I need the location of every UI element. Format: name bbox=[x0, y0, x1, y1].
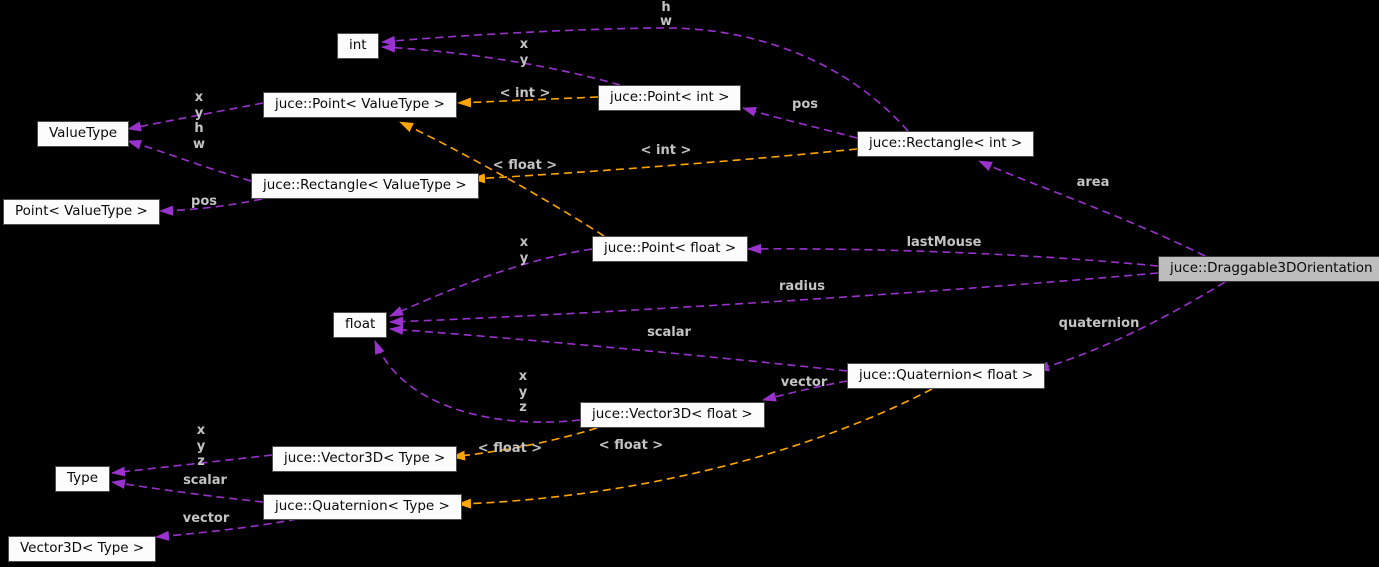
edge-vector-type bbox=[155, 518, 298, 541]
edge-label-tpl-int-rect: < int > bbox=[640, 143, 692, 158]
edge-label-vector-type: vector bbox=[182, 511, 230, 526]
edge-quaternion bbox=[1035, 281, 1226, 372]
node-juce-quaternion-type[interactable]: juce::Quaternion< Type > bbox=[263, 494, 462, 520]
node-juce-rectangle-int[interactable]: juce::Rectangle< int > bbox=[857, 131, 1035, 157]
edge-label-pos-left: pos bbox=[191, 194, 217, 209]
edge-scalar-float bbox=[389, 324, 848, 372]
edge-label-scalar-float: scalar bbox=[647, 325, 691, 340]
edge-vector-float bbox=[762, 380, 848, 402]
node-float: float bbox=[333, 312, 388, 338]
edge-label-lastmouse: lastMouse bbox=[906, 235, 982, 250]
edge-xy-valuetype bbox=[127, 102, 264, 132]
edge-label-tpl-float-vec: < float > bbox=[477, 441, 543, 456]
edge-scalar-type bbox=[111, 479, 264, 503]
node-juce-vector3d-type[interactable]: juce::Vector3D< Type > bbox=[272, 446, 458, 472]
edge-label-xy-int: x y bbox=[519, 37, 529, 68]
edge-xyz-float bbox=[374, 340, 581, 423]
edge-tpl-float-point bbox=[399, 121, 605, 237]
node-point-valuetype: Point< ValueType > bbox=[3, 199, 160, 225]
node-juce-rectangle-valuetype[interactable]: juce::Rectangle< ValueType > bbox=[251, 173, 479, 199]
node-juce-quaternion-float[interactable]: juce::Quaternion< float > bbox=[847, 363, 1046, 389]
node-juce-point-int[interactable]: juce::Point< int > bbox=[598, 85, 742, 111]
edge-pos-point-valuetype bbox=[159, 198, 263, 216]
node-juce-vector3d-float[interactable]: juce::Vector3D< float > bbox=[580, 402, 765, 428]
node-juce-point-valuetype[interactable]: juce::Point< ValueType > bbox=[263, 92, 457, 118]
node-juce-draggable3dorientation: juce::Draggable3DOrientation bbox=[1158, 256, 1379, 282]
edge-xy-int bbox=[381, 42, 621, 86]
edge-label-hw-int: h w bbox=[659, 0, 673, 29]
edge-label-radius: radius bbox=[779, 279, 825, 294]
edge-tpl-float-quaternion bbox=[457, 388, 933, 509]
edge-label-xyhw-valuetype: x y h w bbox=[192, 90, 206, 152]
edge-label-area: area bbox=[1076, 175, 1110, 190]
edge-lastmouse bbox=[747, 243, 1159, 267]
node-int: int bbox=[337, 33, 379, 59]
edge-hw-valuetype bbox=[127, 139, 252, 182]
edge-tpl-float-vector3d bbox=[451, 427, 598, 461]
node-type: Type bbox=[55, 466, 111, 492]
edge-hw-int bbox=[381, 27, 909, 132]
edge-label-tpl-int-point: < int > bbox=[499, 86, 551, 101]
edge-tpl-int-rectangle bbox=[471, 148, 858, 184]
edge-label-xy-float: x y bbox=[519, 235, 529, 266]
edge-xy-float bbox=[389, 248, 593, 317]
edge-pos-point-int bbox=[742, 106, 858, 139]
edge-label-xyz-type: x y z bbox=[196, 423, 206, 469]
edge-label-tpl-float-quat: < float > bbox=[598, 438, 664, 453]
edge-tpl-int-point bbox=[457, 96, 599, 108]
edge-label-xyz-float: x y z bbox=[518, 369, 528, 415]
edge-label-quaternion: quaternion bbox=[1058, 316, 1140, 331]
node-valuetype: ValueType bbox=[37, 121, 130, 147]
edge-label-tpl-float-point: < float > bbox=[492, 158, 558, 173]
edge-label-pos-top: pos bbox=[792, 97, 818, 112]
edge-area bbox=[978, 160, 1206, 257]
node-juce-point-float[interactable]: juce::Point< float > bbox=[592, 236, 749, 262]
edge-label-vector-float: vector bbox=[780, 375, 828, 390]
node-vector3d-type: Vector3D< Type > bbox=[8, 536, 157, 562]
edge-radius bbox=[389, 272, 1159, 327]
edge-xyz-type bbox=[111, 454, 273, 477]
edge-label-scalar-type: scalar bbox=[183, 473, 227, 488]
